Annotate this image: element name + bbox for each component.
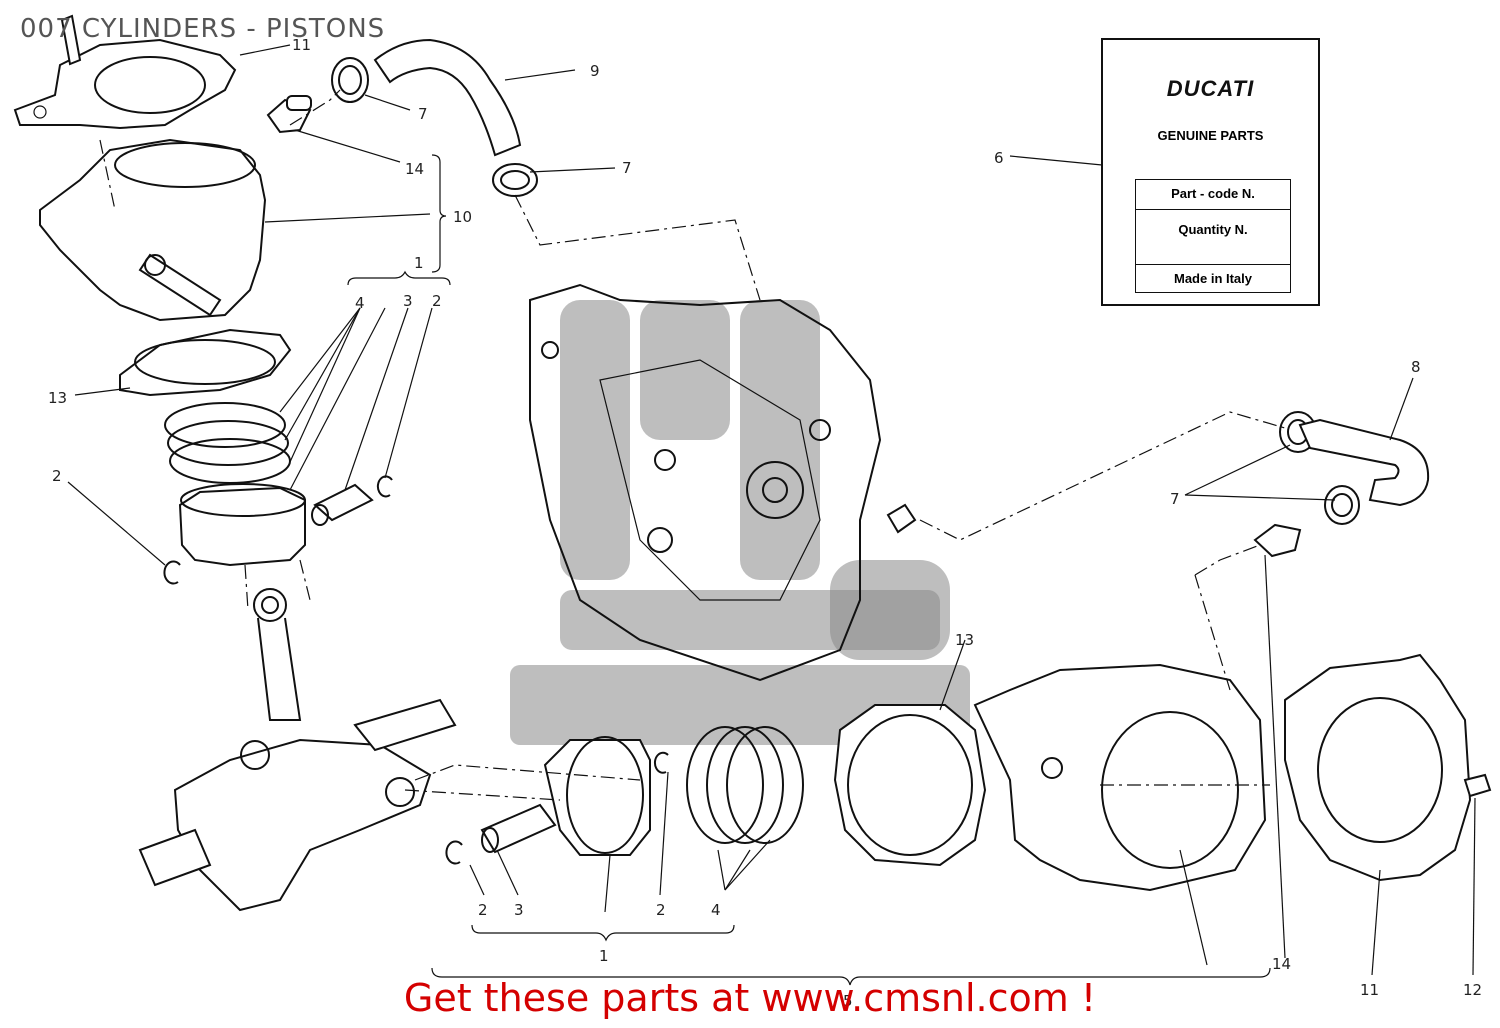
piston-pin-top (311, 483, 374, 526)
callout-12: 12 (1463, 981, 1482, 999)
brand-logo: DUCATI (1166, 76, 1255, 101)
circlip-bottom-right (654, 751, 669, 774)
piston-rings-bottom (686, 726, 804, 844)
callout-2: 2 (478, 901, 488, 919)
part-code-cell: Part - code N. (1171, 186, 1255, 201)
circlip-bottom-left (445, 840, 463, 865)
shop-link-banner[interactable]: Get these parts at www.cmsnl.com ! (403, 976, 1097, 1020)
coolant-hose-top (373, 38, 522, 157)
hose-clamp-top-b (492, 163, 538, 197)
crankcase (529, 283, 882, 682)
callout-7: 7 (622, 159, 632, 177)
callout-2: 2 (52, 467, 62, 485)
callout-numbers: 11 9 7 14 7 10 1 4 3 2 13 2 6 8 7 13 2 3… (48, 36, 1482, 1010)
head-gasket-bottom (1284, 653, 1472, 882)
callout-4: 4 (711, 901, 721, 919)
callout-9: 9 (590, 62, 600, 80)
callout-3: 3 (514, 901, 524, 919)
callout-1: 1 (599, 947, 609, 965)
base-gasket-top (119, 328, 292, 397)
crankshaft (138, 698, 457, 912)
coolant-hose-right (1298, 418, 1430, 507)
callout-14: 14 (405, 160, 424, 178)
circlip-top-left (163, 560, 181, 585)
hose-clamp-right-b (1324, 485, 1360, 525)
callout-13: 13 (48, 389, 67, 407)
callout-11: 11 (292, 36, 311, 54)
callout-2: 2 (432, 292, 442, 310)
callout-7: 7 (1170, 490, 1180, 508)
cylinder-top (39, 138, 267, 322)
callout-4: 4 (355, 294, 365, 312)
quantity-cell: Quantity N. (1178, 222, 1248, 237)
callout-11: 11 (1360, 981, 1379, 999)
coolant-fitting-bottom (1253, 523, 1302, 558)
piston-rings-top (164, 402, 291, 484)
hose-clamp-top-a (331, 57, 369, 103)
callout-6: 6 (994, 149, 1004, 167)
label-grid: Part - code N. Quantity N. Made in Italy (1135, 179, 1291, 293)
callout-5: 5 (843, 992, 853, 1010)
diagram-title: 007 CYLINDERS - PISTONS (20, 14, 386, 44)
callout-14: 14 (1272, 955, 1291, 973)
base-gasket-bottom (833, 704, 987, 867)
grid-divider (1136, 209, 1290, 210)
piston-top (178, 483, 306, 567)
piston-pin-bottom (480, 803, 557, 854)
leader-lines (67, 44, 1476, 976)
crankcase-fitting (886, 503, 917, 534)
genuine-parts-label: DUCATI GENUINE PARTS Part - code N. Quan… (1101, 38, 1320, 306)
callout-13: 13 (955, 631, 974, 649)
dowel-bottom (1463, 773, 1492, 798)
brackets (347, 154, 1271, 986)
piston-bottom (543, 736, 651, 856)
made-in-cell: Made in Italy (1173, 271, 1253, 286)
genuine-parts-text: GENUINE PARTS (1157, 128, 1264, 143)
head-gasket-top (13, 38, 237, 130)
callout-1: 1 (414, 254, 424, 272)
grid-divider (1136, 264, 1290, 265)
circlip-top-right (376, 475, 393, 498)
callout-3: 3 (403, 292, 413, 310)
assembly-lines (99, 89, 1286, 801)
callout-8: 8 (1411, 358, 1421, 376)
connecting-rod (253, 588, 302, 721)
callout-10: 10 (453, 208, 472, 226)
callout-2: 2 (656, 901, 666, 919)
cylinder-bottom (973, 663, 1267, 892)
callout-7: 7 (418, 105, 428, 123)
dowel-top (60, 14, 82, 66)
coolant-fitting-top (266, 95, 312, 134)
